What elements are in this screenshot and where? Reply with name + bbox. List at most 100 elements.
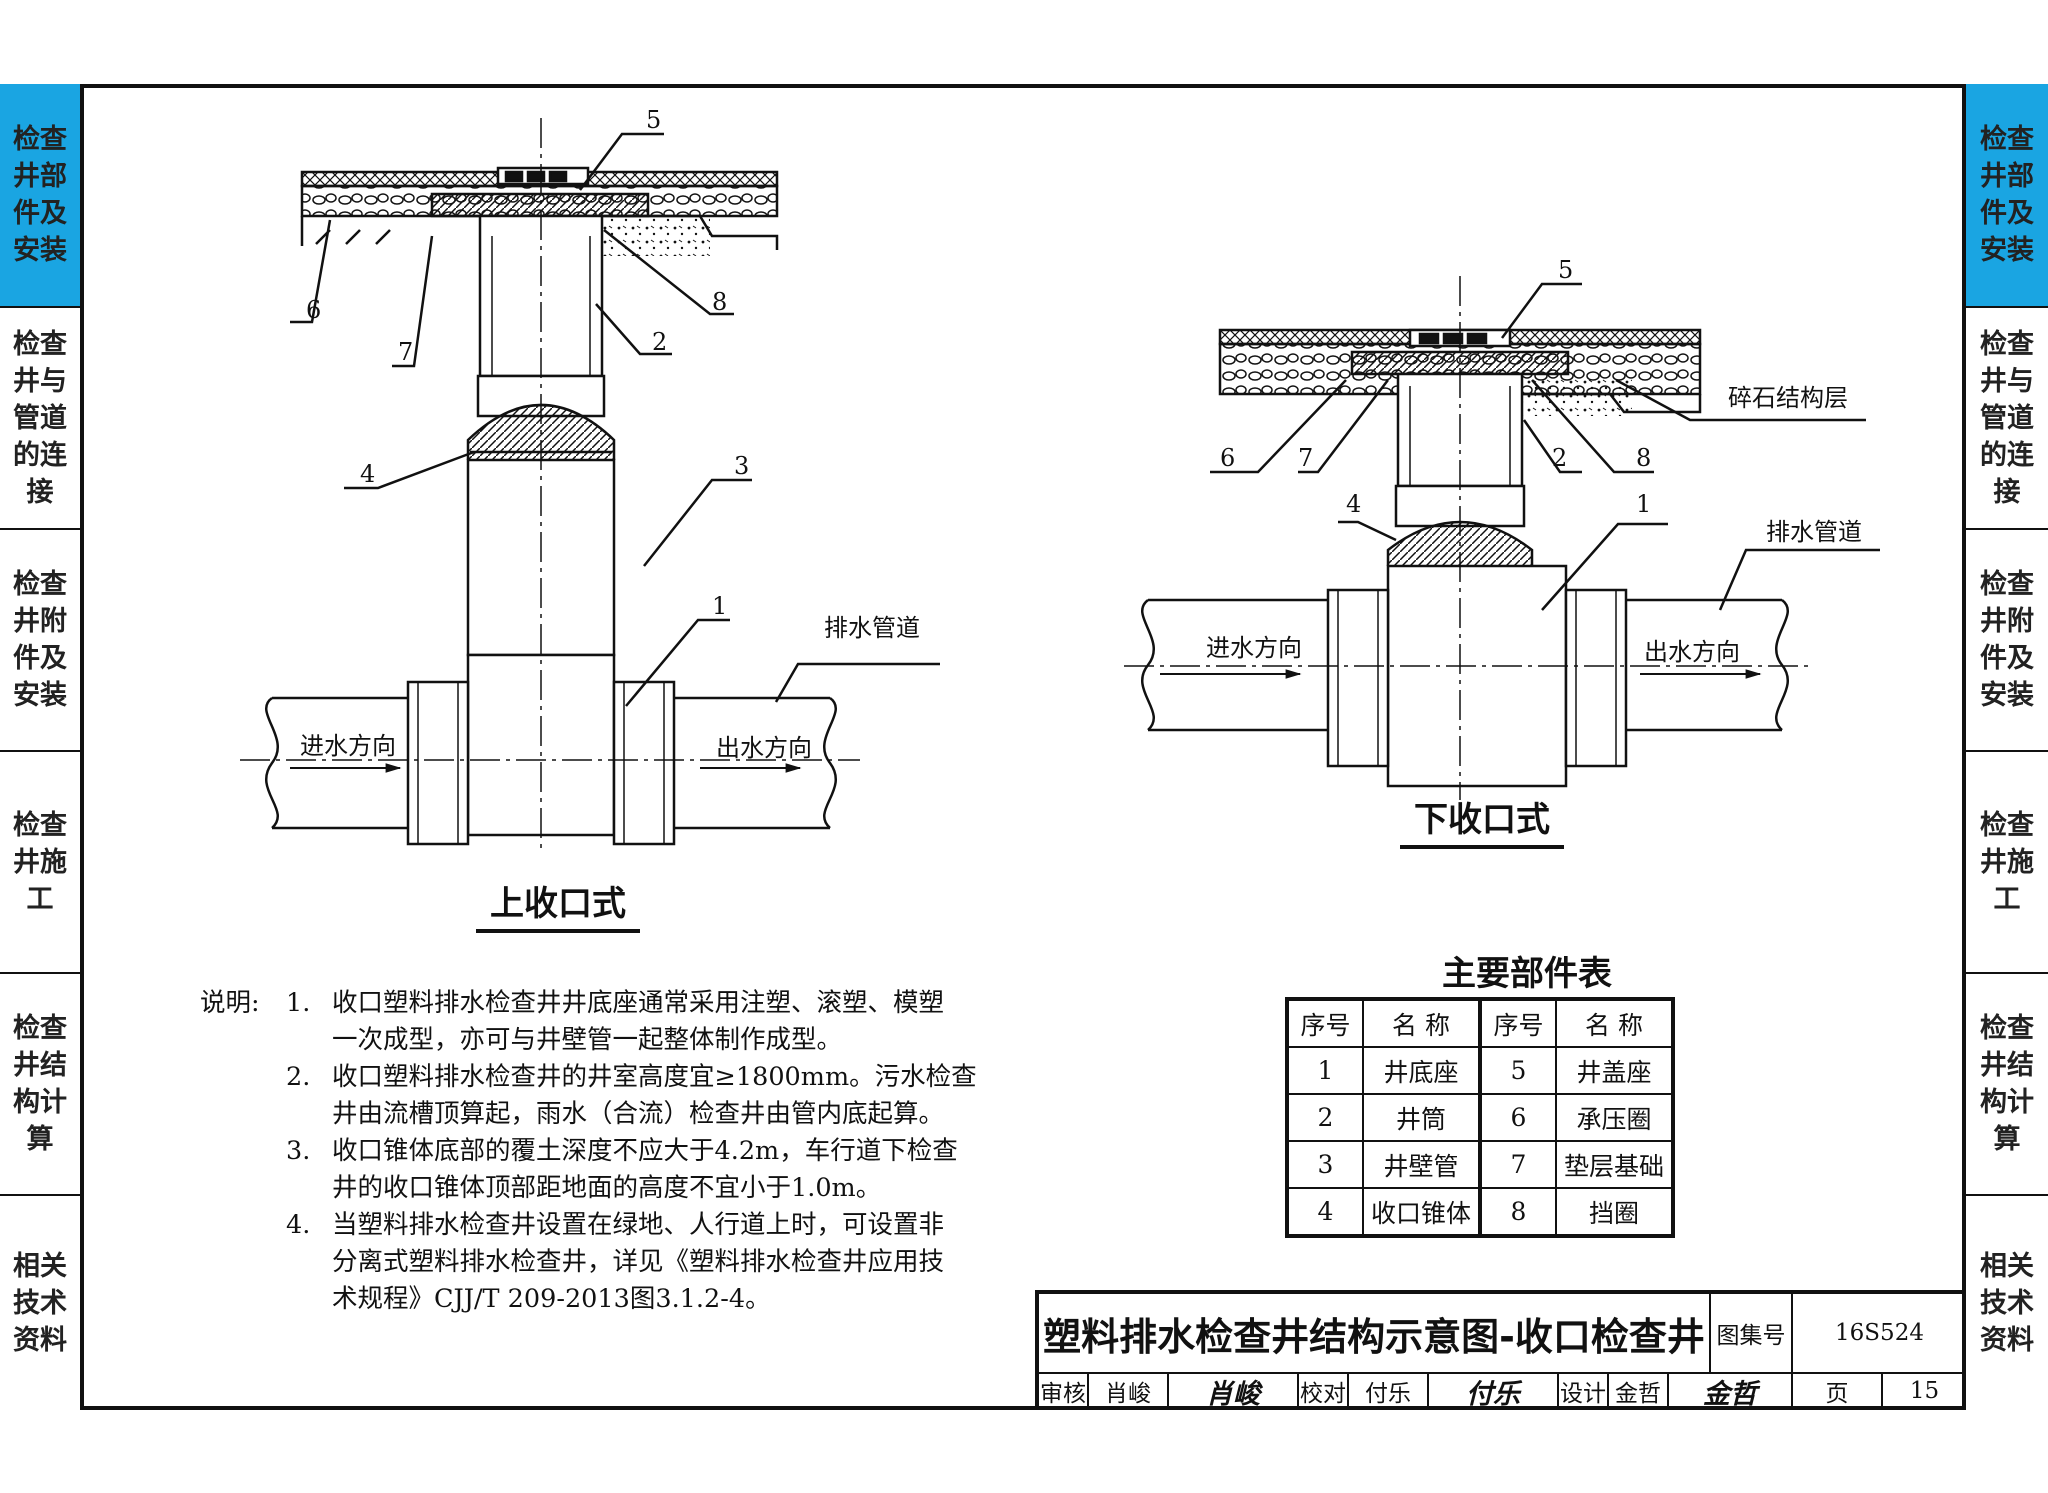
right-tab-strip: 检查井部件及安装 检查井与管道的连接 检查井附件及安装 检查井施工 检查井结构计…: [1966, 84, 2048, 1410]
designer-signature: 金哲: [1669, 1374, 1793, 1410]
table-header-row: 序号 名 称 序号 名 称: [1286, 998, 1674, 1048]
tab-label: 检查井附件及安装: [1980, 569, 2034, 711]
left-tab-references[interactable]: 相关技术资料: [0, 1196, 80, 1410]
design-label: 设计: [1559, 1374, 1609, 1410]
tab-label: 检查井结构计算: [1980, 1013, 2034, 1155]
callout-6: 6: [306, 296, 321, 324]
inflow-label: 进水方向: [1206, 634, 1302, 662]
table-cell: 2: [1286, 1093, 1364, 1142]
pipe-label: 排水管道: [1766, 518, 1862, 546]
callout-3: 3: [734, 452, 749, 480]
callout-2: 2: [1552, 444, 1567, 472]
header-cell: 名 称: [1555, 998, 1674, 1048]
right-tab-construction[interactable]: 检查井施工: [1966, 752, 2048, 974]
check-label: 校对: [1299, 1374, 1349, 1410]
review-label: 审核: [1039, 1374, 1089, 1410]
table-cell: 井底座: [1362, 1046, 1481, 1095]
table-cell: 垫层基础: [1555, 1140, 1674, 1189]
drawing-frame: [80, 84, 1966, 1410]
callout-7: 7: [398, 338, 413, 366]
callout-5: 5: [1558, 256, 1573, 284]
table-cell: 井筒: [1362, 1093, 1481, 1142]
page-number: 15: [1883, 1374, 1966, 1410]
tab-label: 检查井部件及安装: [1980, 124, 2034, 266]
reviewer-signature: 肖峻: [1169, 1374, 1299, 1410]
callout-4: 4: [360, 460, 375, 488]
note-item: 2. 收口塑料排水检查井的井室高度宜≥1800mm。污水检查 井由流槽顶算起，雨…: [200, 1059, 1000, 1133]
table-row: 2 井筒 6 承压圈: [1286, 1093, 1674, 1142]
table-row: 1 井底座 5 井盖座: [1286, 1046, 1674, 1095]
pipe-label: 排水管道: [824, 614, 920, 642]
callout-4: 4: [1346, 490, 1361, 518]
table-cell: 挡圈: [1555, 1187, 1674, 1237]
callout-8: 8: [712, 288, 727, 316]
note-line: 收口塑料排水检查井井底座通常采用注塑、滚塑、模塑: [332, 988, 945, 1018]
right-tab-structural-calc[interactable]: 检查井结构计算: [1966, 974, 2048, 1196]
note-line: 井由流槽顶算起，雨水（合流）检查井由管内底起算。: [332, 1099, 945, 1129]
tab-label: 检查井部件及安装: [13, 124, 67, 266]
left-tab-pipe-connection[interactable]: 检查井与管道的连接: [0, 308, 80, 530]
table-row: 4 收口锥体 8 挡圈: [1286, 1187, 1674, 1237]
drawing-title: 塑料排水检查井结构示意图-收口检查井: [1039, 1294, 1711, 1374]
inflow-label: 进水方向: [300, 732, 396, 760]
outlet-pipe: [674, 696, 830, 830]
tab-label: 检查井施工: [1980, 809, 2034, 915]
note-line: 一次成型，亦可与井壁管一起整体制作成型。: [332, 1025, 843, 1055]
diagram-lower-labels: 5 6 7 2 8 4 1 碎石结构层 排水管道 进水方向 出水方向: [1206, 256, 1862, 666]
outflow-label: 出水方向: [716, 734, 812, 762]
designer-name: 金哲: [1609, 1374, 1669, 1410]
note-line: 收口锥体底部的覆土深度不应大于4.2m，车行道下检查: [332, 1136, 958, 1166]
checker-name: 付乐: [1349, 1374, 1429, 1410]
table-cell: 5: [1478, 1046, 1557, 1095]
well-base: [1386, 564, 1568, 788]
left-tab-accessories[interactable]: 检查井附件及安装: [0, 530, 80, 752]
callout-5: 5: [646, 106, 661, 134]
note-line: 分离式塑料排水检查井，详见《塑料排水检查井应用技: [332, 1247, 945, 1277]
title-block: 塑料排水检查井结构示意图-收口检查井 图集号 16S524 审核 肖峻 肖峻 校…: [1035, 1290, 1966, 1410]
note-number: 1.: [286, 988, 311, 1018]
right-tab-components[interactable]: 检查井部件及安装: [1966, 84, 2048, 308]
notes-heading: 说明:: [200, 988, 260, 1018]
callout-1: 1: [712, 592, 727, 620]
inlet-pipe: [272, 696, 408, 830]
left-tab-structural-calc[interactable]: 检查井结构计算: [0, 974, 80, 1196]
callout-1: 1: [1636, 490, 1651, 518]
tab-label: 相关技术资料: [13, 1250, 67, 1356]
left-tab-strip: 检查井部件及安装 检查井与管道的连接 检查井附件及安装 检查井施工 检查井结构计…: [0, 84, 80, 1410]
tab-label: 检查井与管道的连接: [13, 328, 67, 508]
left-tab-components[interactable]: 检查井部件及安装: [0, 84, 80, 308]
note-line: 井的收口锥体顶部距地面的高度不宜小于1.0m。: [332, 1173, 882, 1203]
bearing-ring: [430, 192, 650, 218]
inlet-pipe: [1148, 598, 1328, 732]
page-label: 页: [1793, 1374, 1883, 1410]
left-tab-construction[interactable]: 检查井施工: [0, 752, 80, 974]
note-line: 收口塑料排水检查井的井室高度宜≥1800mm。污水检查: [332, 1062, 977, 1092]
note-item: 4. 当塑料排水检查井设置在绿地、人行道上时，可设置非 分离式塑料排水检查井，详…: [200, 1207, 1000, 1318]
header-cell: 序号: [1286, 998, 1364, 1048]
note-line: 术规程》CJJ/T 209-2013图3.1.2-4。: [332, 1284, 771, 1314]
right-tab-accessories[interactable]: 检查井附件及安装: [1966, 530, 2048, 752]
table-cell: 6: [1478, 1093, 1557, 1142]
callout-8: 8: [1636, 444, 1651, 472]
callout-7: 7: [1298, 444, 1313, 472]
right-tab-pipe-connection[interactable]: 检查井与管道的连接: [1966, 308, 2048, 530]
table-cell: 井壁管: [1362, 1140, 1481, 1189]
outflow-label: 出水方向: [1644, 638, 1740, 666]
table-cell: 8: [1478, 1187, 1557, 1237]
tab-label: 检查井施工: [13, 809, 67, 915]
header-cell: 名 称: [1362, 998, 1481, 1048]
note-number: 4.: [286, 1210, 311, 1240]
atlas-label: 图集号: [1711, 1294, 1793, 1374]
note-line: 当塑料排水检查井设置在绿地、人行道上时，可设置非: [332, 1210, 945, 1240]
table-cell: 3: [1286, 1140, 1364, 1189]
table-cell: 井盖座: [1555, 1046, 1674, 1095]
note-number: 2.: [286, 1062, 311, 1092]
callout-2: 2: [652, 328, 667, 356]
diagram-lower-contraction: [1124, 276, 1880, 800]
tab-label: 检查井附件及安装: [13, 569, 67, 711]
table-cell: 收口锥体: [1362, 1187, 1481, 1237]
right-tab-references[interactable]: 相关技术资料: [1966, 1196, 2048, 1410]
parts-table: 序号 名 称 序号 名 称 1 井底座 5 井盖座 2 井筒 6 承压圈 3 井…: [1285, 997, 1675, 1238]
tab-label: 检查井与管道的连接: [1980, 328, 2034, 508]
